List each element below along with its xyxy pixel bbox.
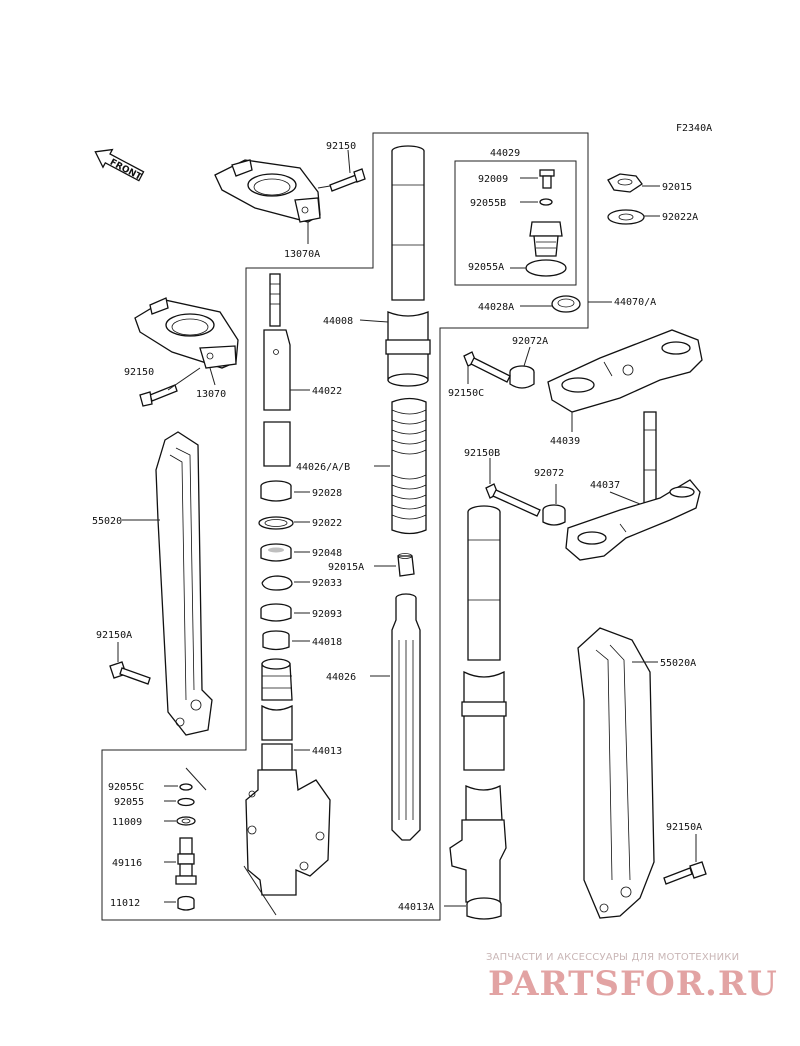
bolt-92150a-right: [663, 861, 707, 885]
label-92150a-left: 92150A: [96, 630, 132, 641]
label-92009: 92009: [478, 174, 508, 185]
label-11012: 11012: [110, 898, 140, 909]
label-44037: 44037: [590, 480, 620, 491]
label-92150c: 92150C: [448, 388, 484, 399]
nut-92015a: [397, 553, 415, 577]
label-92055c: 92055C: [108, 782, 144, 793]
label-13070: 13070: [196, 389, 226, 400]
oil-seal-92048: [260, 543, 292, 562]
watermark-logo: PARTSFOR.RU: [488, 964, 778, 1004]
label-44013: 44013: [312, 746, 342, 757]
washer-92022: [258, 516, 294, 530]
label-92022: 92022: [312, 518, 342, 529]
label-44070: 44070/A: [614, 297, 656, 308]
figure-code: F2340A: [676, 123, 712, 134]
label-13070a: 13070A: [284, 249, 320, 260]
circlip-92033: [261, 575, 293, 591]
label-44026ab: 44026/A/B: [296, 462, 350, 473]
label-44026: 44026: [326, 672, 356, 683]
upper-triple-clamp-44039: [547, 329, 703, 413]
label-92055a: 92055A: [468, 262, 504, 273]
collar-92072: [542, 504, 566, 526]
bolt-92150c: [463, 351, 511, 383]
damper-cartridge-44026: [391, 593, 421, 841]
nut-92015: [607, 173, 643, 193]
bolt-92150-top: [329, 168, 366, 192]
screw-92009: [539, 169, 555, 189]
cap-11012: [177, 895, 195, 911]
label-44018: 44018: [312, 637, 342, 648]
o-ring-92055a: [525, 259, 567, 277]
valve-49116: [175, 837, 197, 885]
right-fork-leg: [449, 505, 507, 920]
outer-tube-44013: [245, 658, 331, 896]
o-ring-92055: [177, 797, 195, 807]
label-92022a: 92022A: [662, 212, 698, 223]
bolt-92150b: [485, 483, 541, 517]
collar-92072a: [509, 365, 535, 389]
cap-subassembly-box: [454, 160, 577, 286]
bushing-44018: [262, 630, 290, 651]
fork-guard-55020a: [577, 627, 655, 919]
label-92033: 92033: [312, 578, 342, 589]
group-outline: [101, 132, 589, 921]
steering-stem-44037: [565, 411, 701, 561]
label-55020a: 55020A: [660, 658, 696, 669]
dust-seal-92093: [260, 603, 292, 622]
label-44039: 44039: [550, 436, 580, 447]
spring-44026: [391, 397, 427, 535]
label-92150a-right: 92150A: [666, 822, 702, 833]
o-ring-92055c: [179, 783, 193, 791]
label-92093: 92093: [312, 609, 342, 620]
cap-44028a: [551, 295, 581, 313]
inner-tube-44008: [385, 145, 431, 387]
bolt-92150a-left: [109, 661, 151, 685]
label-44022: 44022: [312, 386, 342, 397]
label-55020: 55020: [92, 516, 122, 527]
label-92048: 92048: [312, 548, 342, 559]
front-label: FRONT: [108, 158, 144, 183]
damper-rod-44022: [263, 273, 291, 467]
label-11009: 11009: [112, 817, 142, 828]
label-44013a: 44013A: [398, 902, 434, 913]
label-92150-left: 92150: [124, 367, 154, 378]
label-92150-top: 92150: [326, 141, 356, 152]
fork-cap-bolt: [529, 221, 563, 257]
o-ring-92055b: [539, 198, 553, 206]
label-44008: 44008: [323, 316, 353, 327]
label-92015a: 92015A: [328, 562, 364, 573]
label-92015: 92015: [662, 182, 692, 193]
bushing-92028: [260, 480, 292, 502]
fork-guard-55020: [155, 431, 213, 736]
washer-92022a: [607, 209, 645, 225]
label-92072: 92072: [534, 468, 564, 479]
label-49116: 49116: [112, 858, 142, 869]
label-44029: 44029: [490, 148, 520, 159]
watermark-tagline: ЗАПЧАСТИ И АКСЕССУАРЫ ДЛЯ МОТОТЕХНИКИ: [486, 952, 740, 963]
front-arrow-icon: FRONT: [94, 148, 145, 183]
gasket-11009: [176, 816, 196, 826]
label-44028a: 44028A: [478, 302, 514, 313]
label-92150b: 92150B: [464, 448, 500, 459]
label-92055b: 92055B: [470, 198, 506, 209]
label-92072a: 92072A: [512, 336, 548, 347]
lower-clamp-13070: [134, 297, 239, 369]
upper-clamp-13070a: [214, 159, 321, 223]
label-92028: 92028: [312, 488, 342, 499]
label-92055: 92055: [114, 797, 144, 808]
